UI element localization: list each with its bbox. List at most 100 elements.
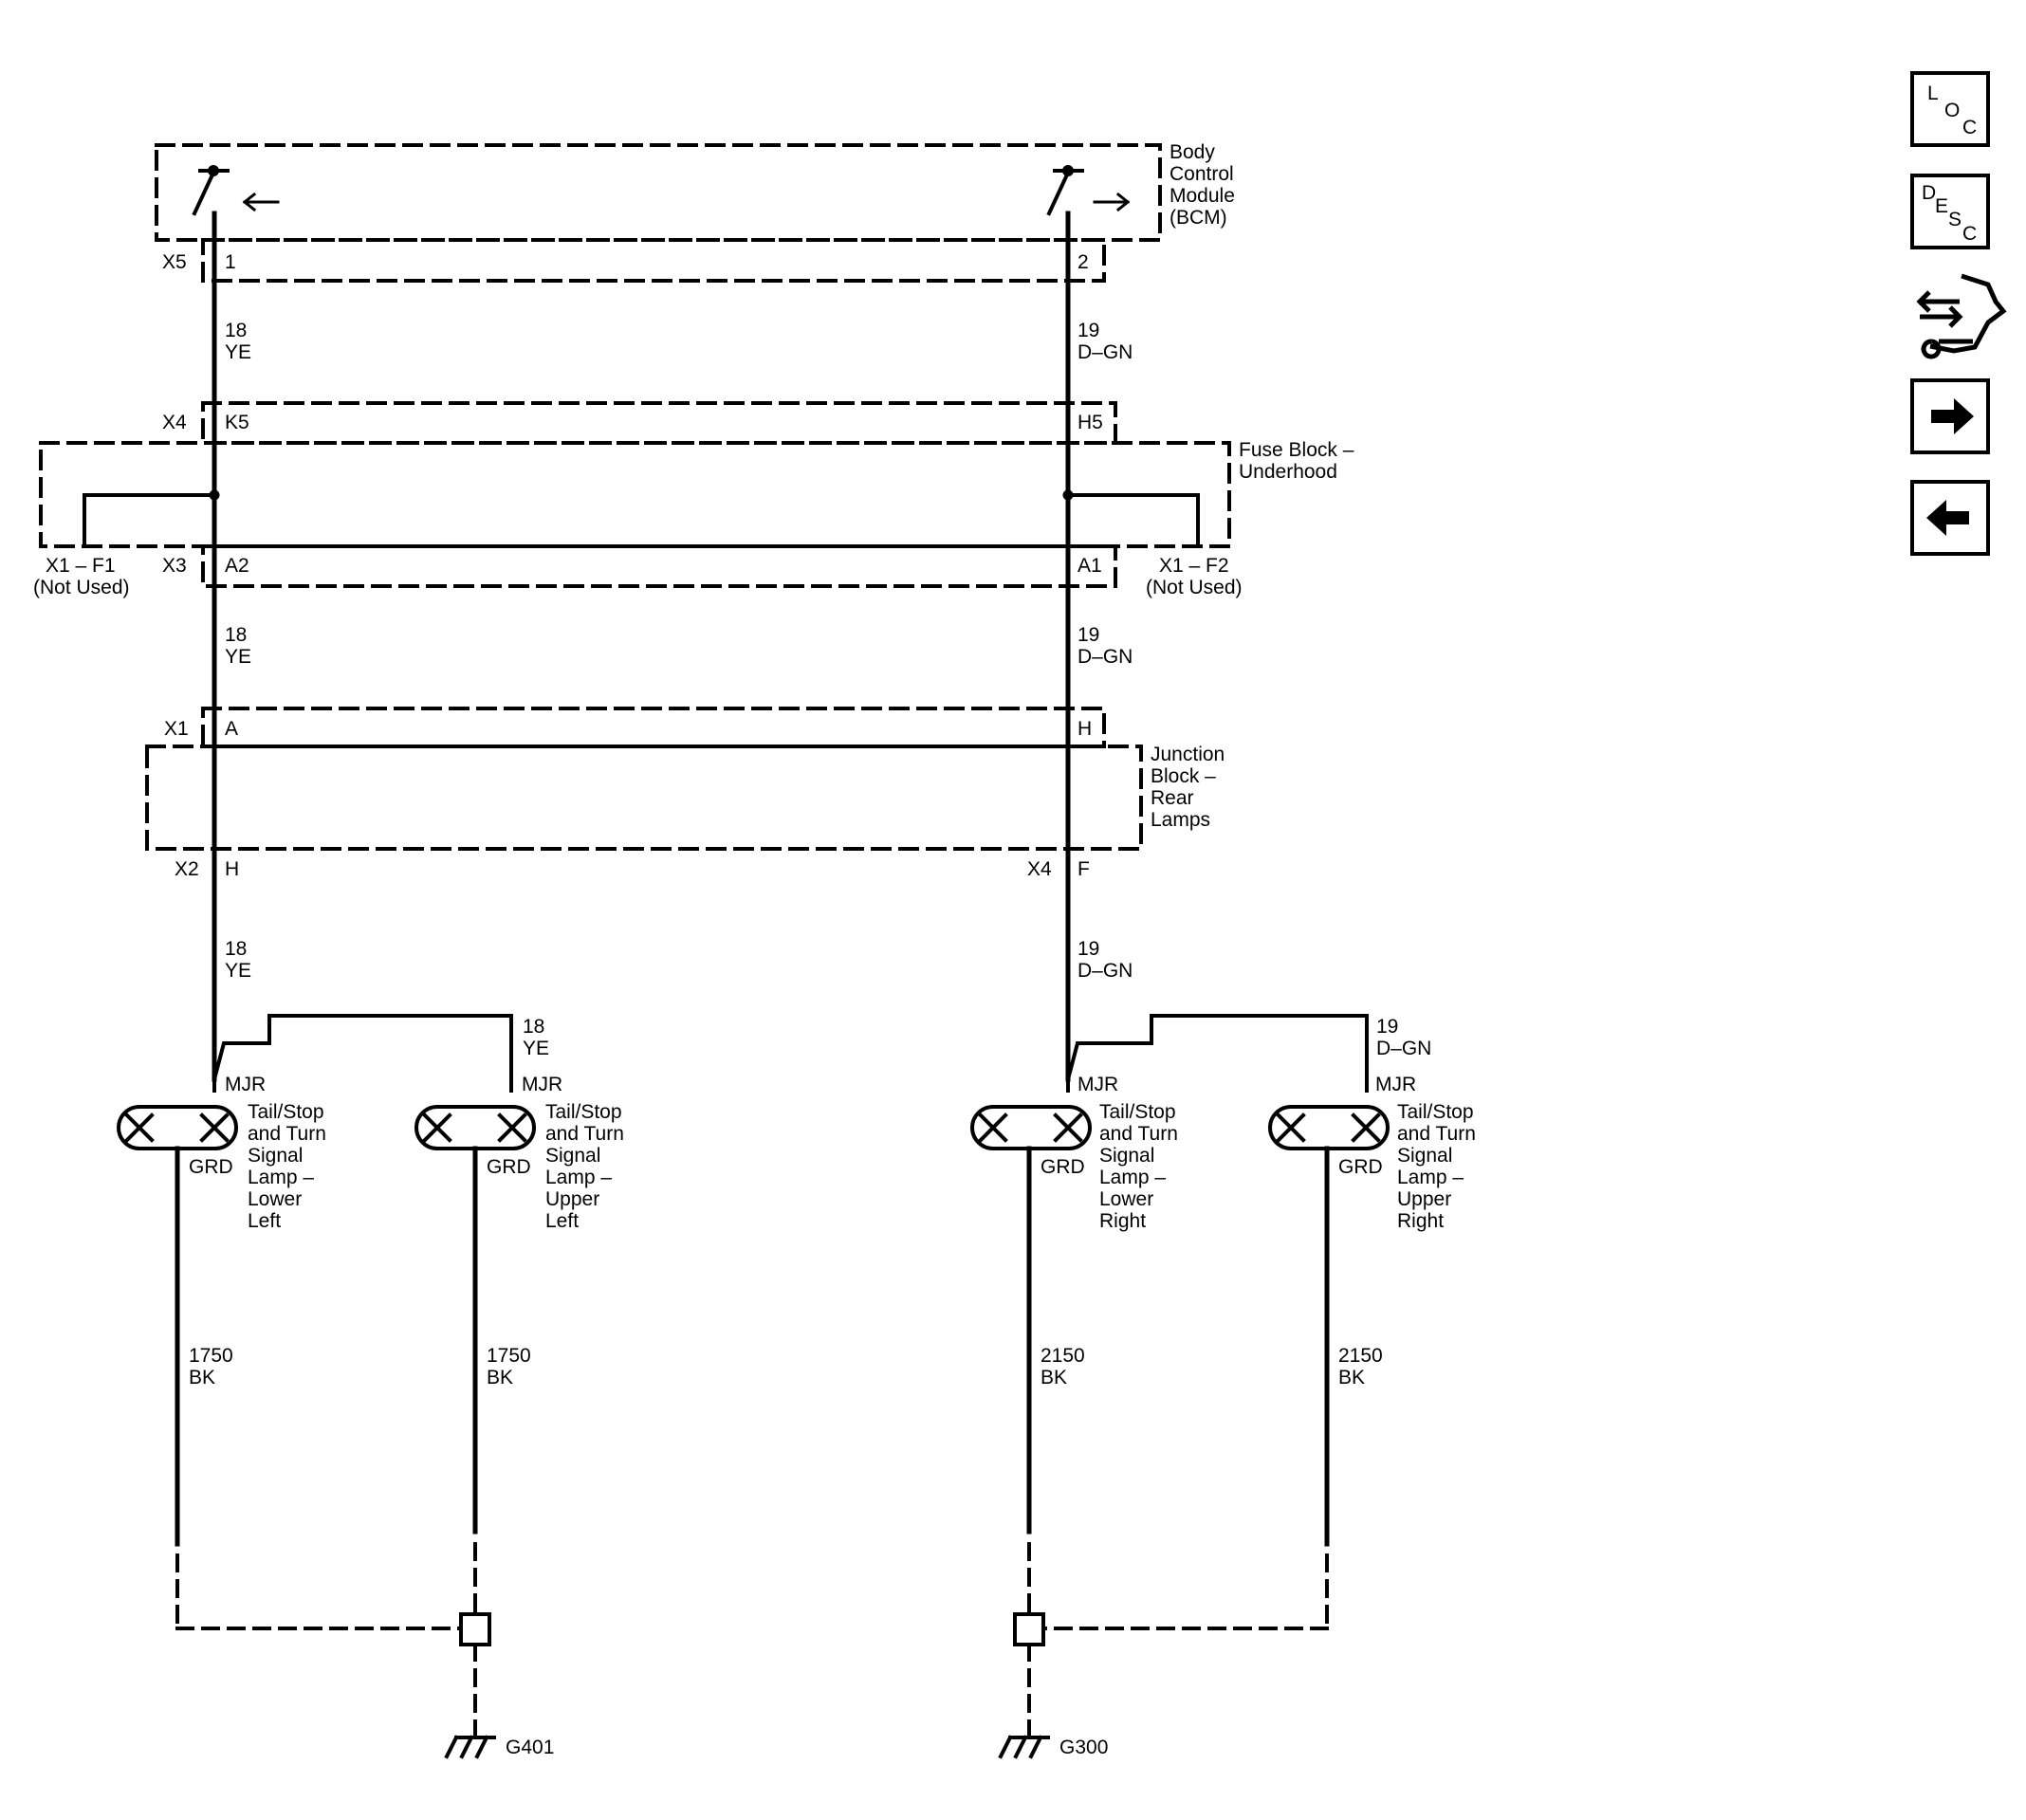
ground-label-g401: G401 bbox=[506, 1737, 554, 1758]
pin-h-bottom: H bbox=[225, 858, 239, 880]
bcm-switch-right bbox=[1046, 165, 1084, 216]
svg-text:S: S bbox=[1948, 209, 1962, 230]
svg-text:Tail/Stop: Tail/Stop bbox=[1397, 1101, 1474, 1123]
fuse-block-label-line2: Underhood bbox=[1239, 461, 1337, 483]
lamp-upper-left bbox=[414, 1105, 536, 1150]
mjr-label: MJR bbox=[225, 1074, 266, 1095]
x1-f1-not-used: (Not Used) bbox=[33, 577, 130, 598]
arrow-left-icon bbox=[242, 192, 280, 212]
connector-end-view-icon[interactable] bbox=[1916, 273, 2007, 359]
lamp-upper-right-label: Tail/Stop and Turn Signal Lamp – Upper R… bbox=[1397, 1101, 1476, 1232]
wire-label-color: YE bbox=[523, 1038, 549, 1059]
x1-f2-not-used: (Not Used) bbox=[1146, 577, 1243, 598]
x3-connector bbox=[201, 544, 1117, 588]
wire-label-size: 2150 bbox=[1041, 1345, 1085, 1367]
fuse-block-outline bbox=[39, 441, 1231, 548]
fuse-f2-branch bbox=[1066, 493, 1200, 548]
x4-fuse-connector bbox=[201, 401, 1117, 445]
arrow-right-icon bbox=[1931, 398, 1974, 434]
bcm-outline bbox=[155, 143, 1162, 242]
loc-button[interactable]: L O C bbox=[1910, 71, 1990, 147]
svg-text:L: L bbox=[1927, 83, 1939, 104]
lamp-upper-right bbox=[1268, 1105, 1390, 1150]
mjr-label: MJR bbox=[522, 1074, 562, 1095]
svg-text:Tail/Stop: Tail/Stop bbox=[248, 1101, 324, 1123]
lamp-lower-right-label: Tail/Stop and Turn Signal Lamp – Lower R… bbox=[1099, 1101, 1178, 1232]
svg-text:Left: Left bbox=[545, 1210, 579, 1232]
mjr-label: MJR bbox=[1375, 1074, 1416, 1095]
wire-label-color: D–GN bbox=[1077, 960, 1133, 982]
wire-label-size: 2150 bbox=[1338, 1345, 1383, 1367]
next-page-button[interactable] bbox=[1910, 378, 1990, 454]
svg-text:Lamp –: Lamp – bbox=[1099, 1167, 1166, 1188]
lamp-upper-left-label: Tail/Stop and Turn Signal Lamp – Upper L… bbox=[545, 1101, 624, 1232]
wire-label-color: BK bbox=[1041, 1367, 1067, 1388]
svg-text:Signal: Signal bbox=[545, 1145, 600, 1167]
svg-text:Right: Right bbox=[1099, 1210, 1146, 1232]
bcm-label-line3: Module bbox=[1170, 185, 1235, 207]
wire-label-size: 18 bbox=[225, 320, 247, 341]
pin-a2: A2 bbox=[225, 555, 249, 577]
wire-ye-branch bbox=[212, 1014, 513, 1093]
prev-page-button[interactable] bbox=[1910, 480, 1990, 556]
svg-text:and Turn: and Turn bbox=[1099, 1123, 1178, 1145]
grd-label: GRD bbox=[487, 1156, 531, 1178]
svg-text:D: D bbox=[1922, 182, 1936, 204]
svg-text:C: C bbox=[1962, 223, 1977, 245]
wire-label-size: 18 bbox=[523, 1016, 544, 1038]
x5-pin2: 2 bbox=[1077, 251, 1089, 273]
svg-text:Upper: Upper bbox=[545, 1188, 599, 1210]
junction-block-label-line3: Rear bbox=[1151, 787, 1194, 809]
bcm-switch-left bbox=[192, 165, 230, 216]
wire-label-size: 18 bbox=[225, 938, 247, 960]
ground-path-right bbox=[1027, 1542, 1329, 1739]
ground-path-left bbox=[175, 1542, 477, 1739]
wire-label-color: BK bbox=[1338, 1367, 1365, 1388]
wire-label-color: D–GN bbox=[1077, 646, 1133, 668]
wire-dgn-branch bbox=[1065, 1014, 1369, 1093]
junction-block-label-line2: Block – bbox=[1151, 765, 1216, 787]
lamp-lower-left bbox=[117, 1105, 238, 1150]
wire-label-size: 19 bbox=[1077, 938, 1099, 960]
svg-text:Upper: Upper bbox=[1397, 1188, 1451, 1210]
svg-text:and Turn: and Turn bbox=[545, 1123, 624, 1145]
grd-label: GRD bbox=[1041, 1156, 1085, 1178]
svg-text:Lamp –: Lamp – bbox=[248, 1167, 314, 1188]
x5-label: X5 bbox=[162, 251, 187, 273]
ground-symbol-g401 bbox=[444, 1735, 496, 1759]
x4-fuse-label: X4 bbox=[162, 412, 187, 433]
ground-splice-left bbox=[459, 1612, 491, 1646]
wire-label-size: 19 bbox=[1077, 320, 1099, 341]
pin-a: A bbox=[225, 718, 238, 740]
x1-f1-label: X1 – F1 bbox=[46, 555, 116, 577]
svg-text:and Turn: and Turn bbox=[248, 1123, 326, 1145]
svg-text:and Turn: and Turn bbox=[1397, 1123, 1476, 1145]
svg-text:Lamp –: Lamp – bbox=[545, 1167, 612, 1188]
wire-label-size: 18 bbox=[225, 624, 247, 646]
bcm-label-line1: Body bbox=[1170, 141, 1215, 163]
wire-label-color: YE bbox=[225, 960, 251, 982]
lamp-lower-right bbox=[970, 1105, 1092, 1150]
pin-a1: A1 bbox=[1077, 555, 1102, 577]
desc-button[interactable]: D E S C bbox=[1910, 174, 1990, 249]
svg-text:Signal: Signal bbox=[248, 1145, 303, 1167]
wire-label-color: D–GN bbox=[1077, 341, 1133, 363]
x1-junction-label: X1 bbox=[164, 718, 189, 740]
wire-label-size: 1750 bbox=[189, 1345, 233, 1367]
svg-text:E: E bbox=[1935, 195, 1948, 217]
svg-text:Tail/Stop: Tail/Stop bbox=[545, 1101, 622, 1123]
wire-label-color: BK bbox=[189, 1367, 215, 1388]
x5-connector bbox=[201, 238, 1106, 283]
grd-label: GRD bbox=[189, 1156, 233, 1178]
wire-label-size: 1750 bbox=[487, 1345, 531, 1367]
pin-h-top: H bbox=[1077, 718, 1092, 740]
x5-pin1: 1 bbox=[225, 251, 236, 273]
svg-text:Signal: Signal bbox=[1099, 1145, 1154, 1167]
bcm-label-line4: (BCM) bbox=[1170, 207, 1227, 229]
ground-symbol-g300 bbox=[998, 1735, 1050, 1759]
svg-text:O: O bbox=[1944, 100, 1960, 121]
svg-text:Lower: Lower bbox=[248, 1188, 302, 1210]
svg-text:Signal: Signal bbox=[1397, 1145, 1452, 1167]
bcm-label-line2: Control bbox=[1170, 163, 1234, 185]
